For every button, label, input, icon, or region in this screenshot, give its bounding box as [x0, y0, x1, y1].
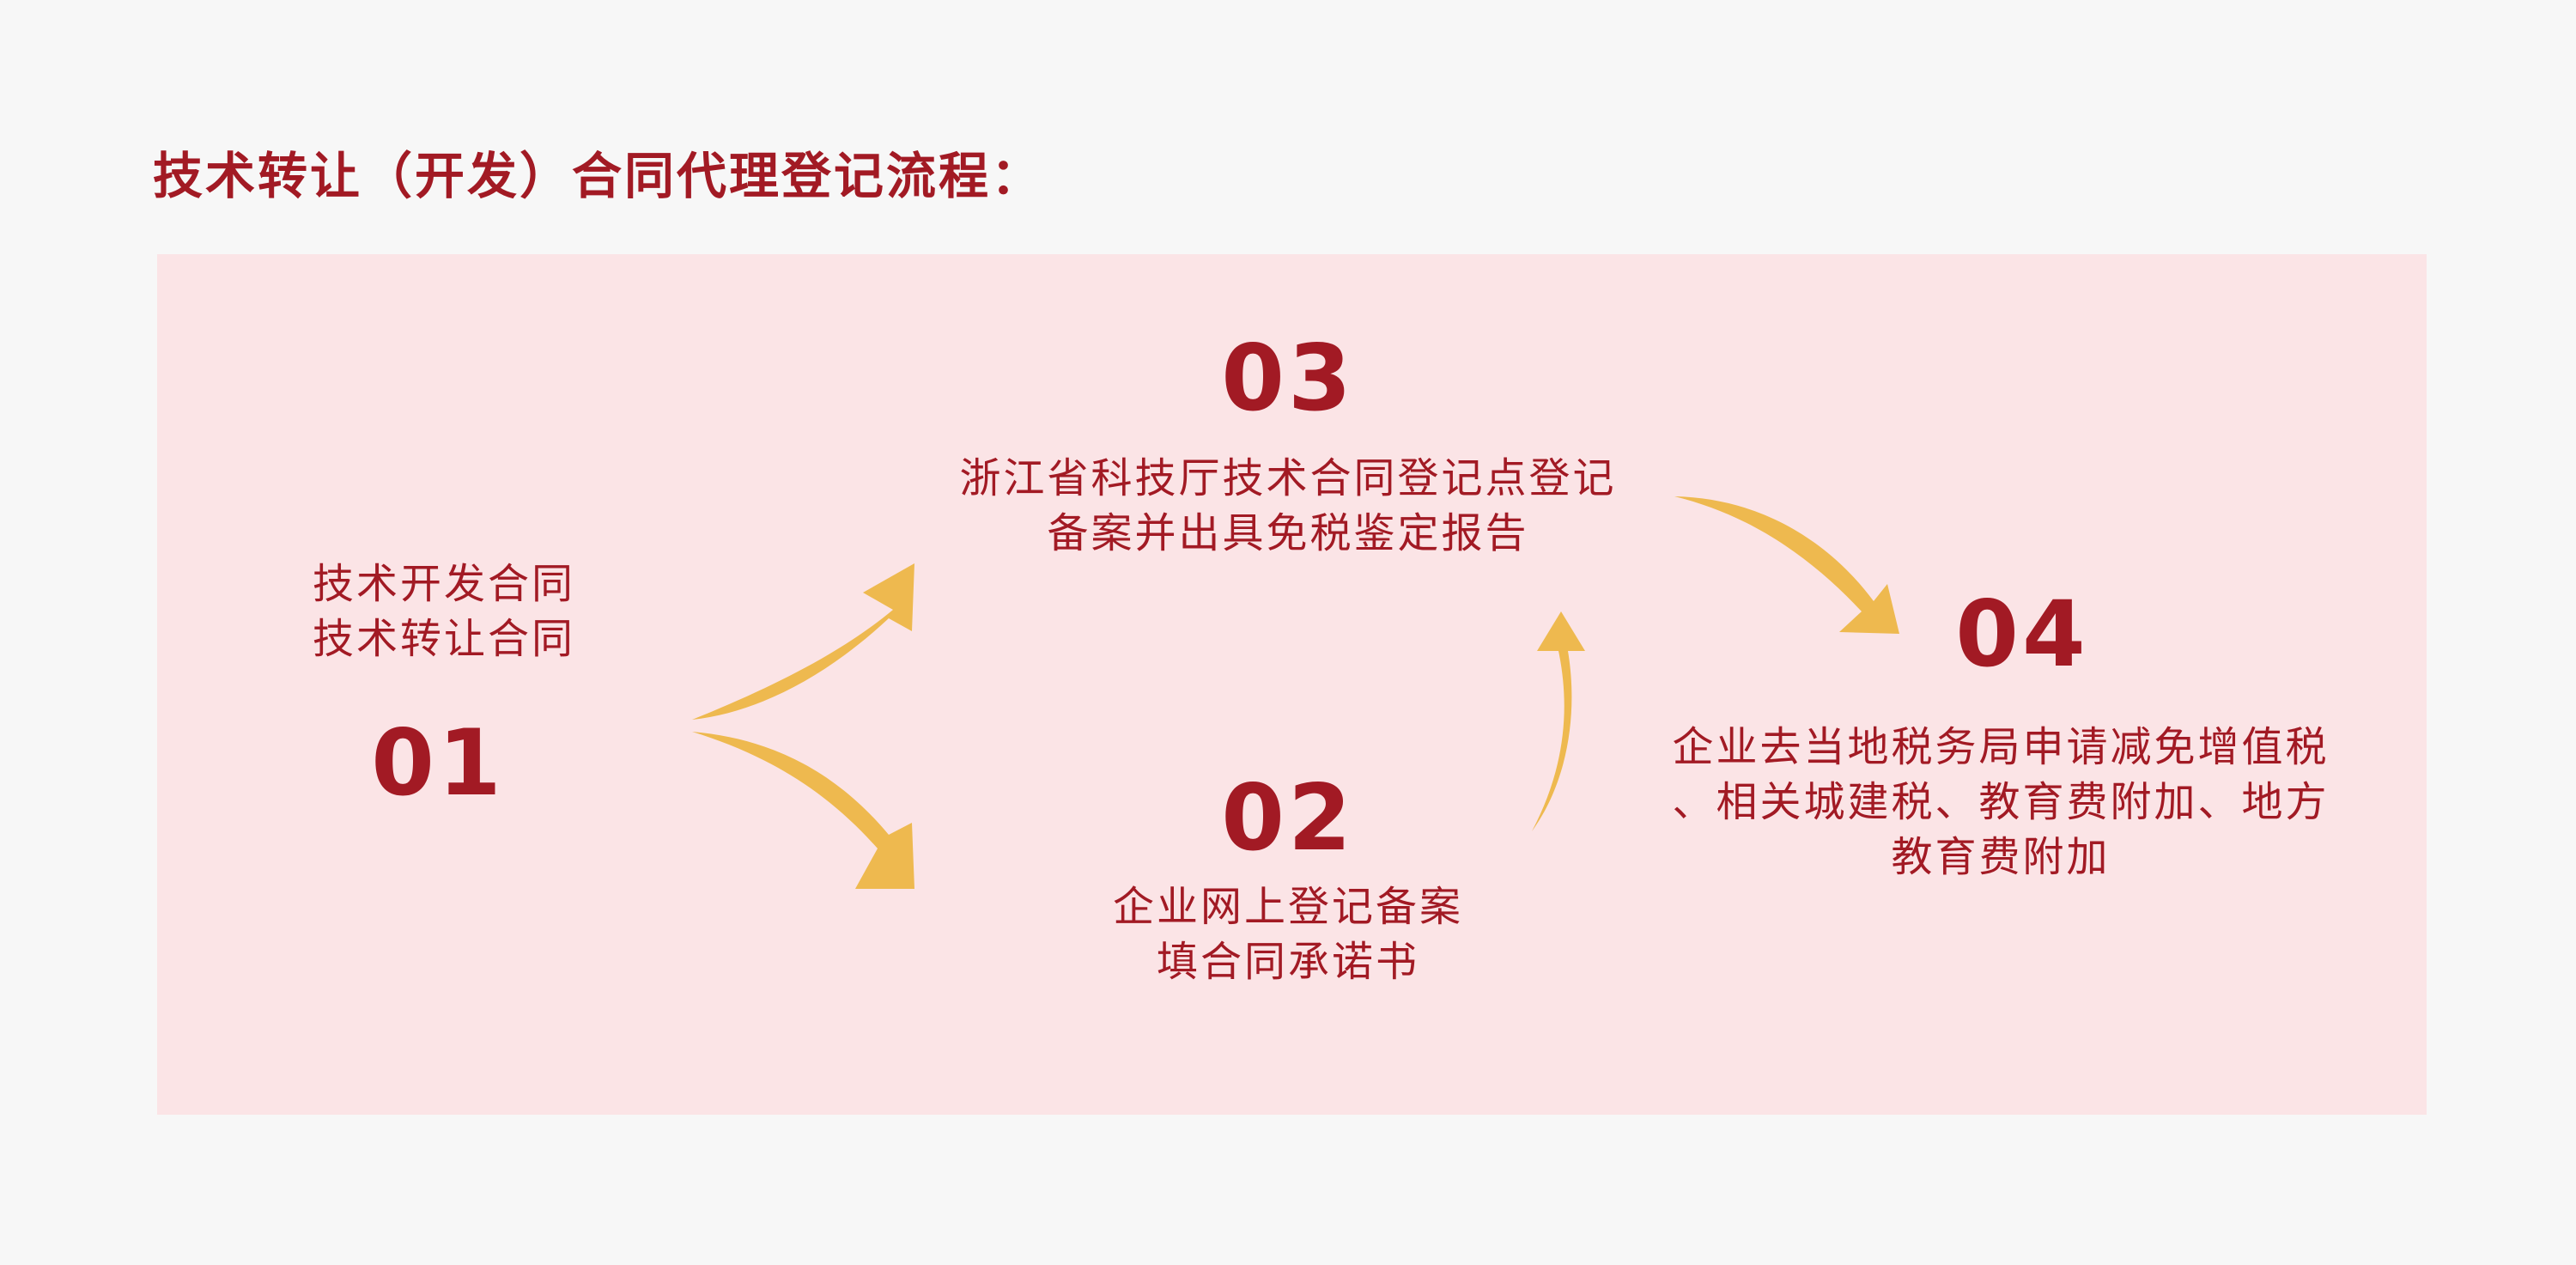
step-03-line-2: 备案并出具免税鉴定报告: [1047, 509, 1529, 557]
step-01-number: 01: [371, 710, 505, 816]
step-03-text: 浙江省科技厅技术合同登记点登记 备案并出具免税鉴定报告: [936, 451, 1640, 561]
page-title: 技术转让（开发）合同代理登记流程：: [153, 147, 1044, 205]
step-02-number: 02: [1221, 765, 1355, 871]
step-02-line-2: 填合同承诺书: [1156, 938, 1419, 986]
step-02-line-1: 企业网上登记备案: [1112, 883, 1463, 931]
arrow-01-to-03-icon: [692, 563, 914, 720]
step-02-text: 企业网上登记备案 填合同承诺书: [1069, 879, 1507, 989]
step-04-line-2: 、相关城建税、教育费附加、地方: [1672, 778, 2330, 826]
step-04-number: 04: [1955, 581, 2089, 687]
step-01-line-1: 技术开发合同: [312, 560, 575, 608]
step-03-number: 03: [1221, 325, 1355, 431]
step-01-text: 技术开发合同 技术转让合同: [298, 556, 590, 666]
step-04-line-3: 教育费附加: [1891, 833, 2111, 881]
step-04-line-1: 企业去当地税务局申请减免增值税: [1672, 723, 2330, 771]
flow-panel: [157, 254, 2427, 1115]
arrow-03-to-04-icon: [1674, 496, 1899, 634]
arrow-01-to-02-icon: [692, 732, 914, 889]
step-01-line-2: 技术转让合同: [312, 615, 575, 663]
step-03-line-1: 浙江省科技厅技术合同登记点登记: [959, 454, 1617, 502]
step-04-text: 企业去当地税务局申请减免增值税 、相关城建税、教育费附加、地方 教育费附加: [1640, 720, 2361, 885]
arrow-02-to-03-icon: [1532, 611, 1585, 831]
